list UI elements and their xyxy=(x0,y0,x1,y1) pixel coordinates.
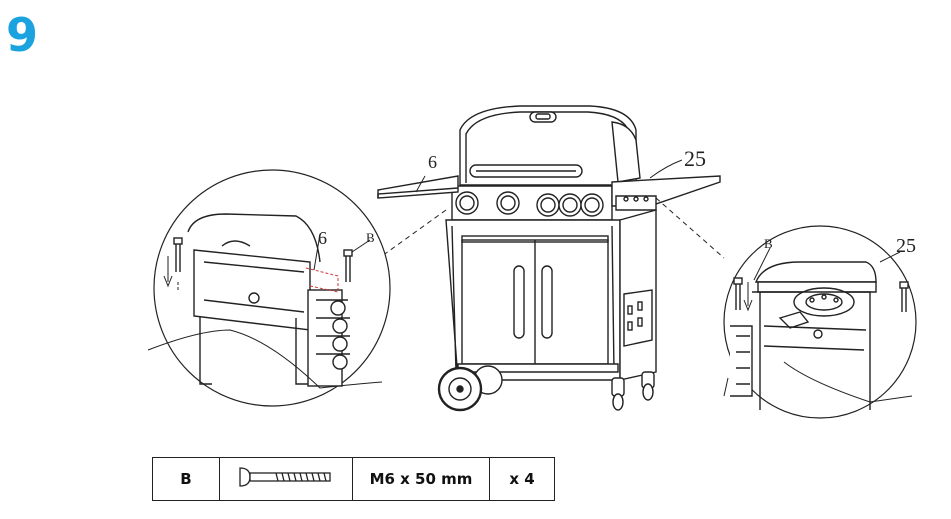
part-size-cell: M6 x 50 mm xyxy=(352,457,490,501)
grill-main-view xyxy=(377,105,721,412)
detail-left-label-b: B xyxy=(366,230,375,245)
detail-left-label-6: 6 xyxy=(318,228,327,248)
part-qty-cell: x 4 xyxy=(489,457,555,501)
label-part-25: 25 xyxy=(684,146,706,171)
detail-right-label-25: 25 xyxy=(896,235,916,257)
detail-left xyxy=(147,169,391,407)
detail-right-label-b: B xyxy=(764,236,773,251)
bolt-icon xyxy=(239,467,331,487)
parts-table: B M6 x 50 mm x 4 xyxy=(152,457,555,501)
label-part-6: 6 xyxy=(428,152,437,172)
part-id-cell: B xyxy=(152,457,220,501)
table-row: B M6 x 50 mm x 4 xyxy=(152,457,555,501)
detail-right xyxy=(723,225,917,419)
step-number: 9 xyxy=(6,8,39,62)
part-image-cell xyxy=(219,457,353,501)
